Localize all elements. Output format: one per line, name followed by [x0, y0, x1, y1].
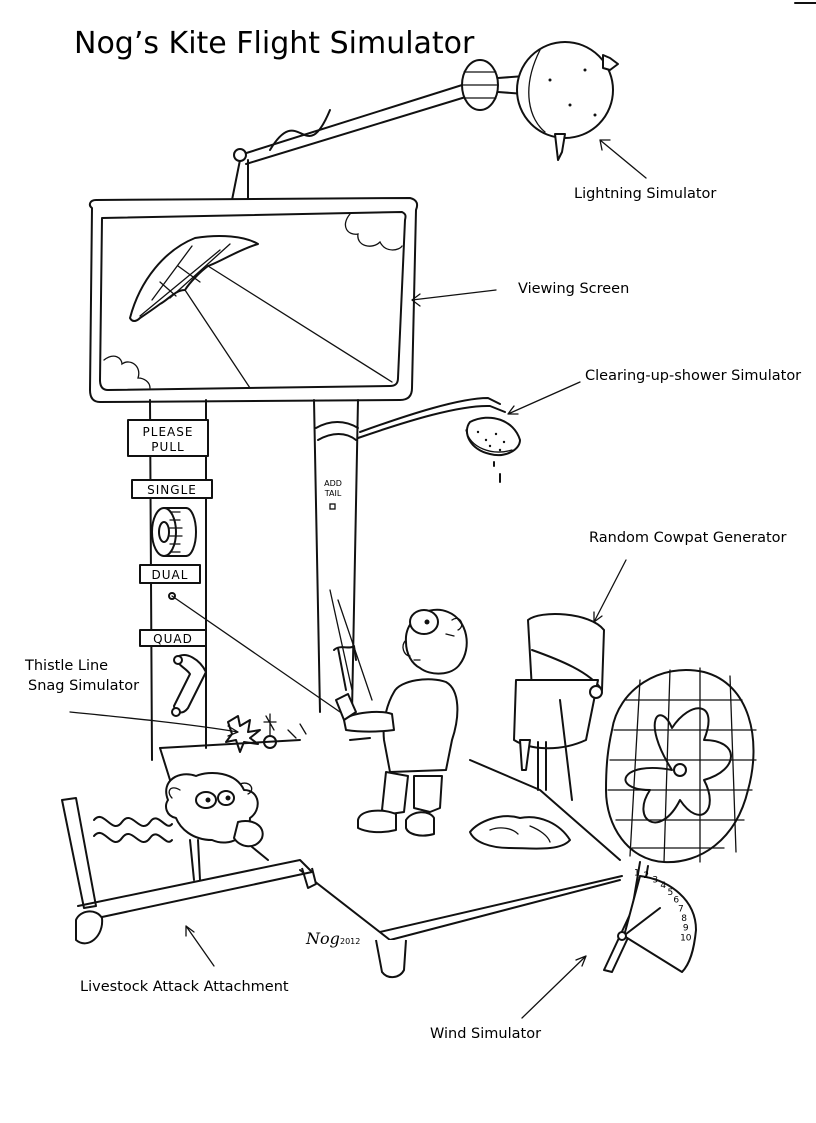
fan-dial-number: 5	[668, 888, 674, 898]
pillar-signs: PLEASE PULL SINGLE DUAL QUAD ADD TAIL	[127, 419, 342, 647]
fan-drawing	[603, 667, 757, 973]
lightning-simulator-label: Lightning Simulator	[574, 186, 717, 202]
tail-sign-text: TAIL	[324, 489, 342, 498]
cowpat-generator-label: Random Cowpat Generator	[589, 530, 787, 546]
fan-dial-number: 2	[643, 871, 649, 881]
fan-dial-number: 3	[652, 875, 658, 885]
please-sign-text: PLEASE	[143, 425, 194, 439]
livestock-attack-label: Livestock Attack Attachment	[80, 979, 289, 995]
pull-sign-text: PULL	[151, 440, 184, 454]
thistle-label-line2: Snag Simulator	[28, 678, 140, 694]
pillars-drawing	[149, 397, 521, 761]
viewing-screen-label: Viewing Screen	[518, 281, 630, 297]
annotation-arrows	[69, 139, 647, 1019]
fan-dial-number: 7	[678, 904, 684, 914]
dual-sign-text: DUAL	[152, 568, 189, 582]
dual-sign	[139, 564, 201, 584]
add-sign-text: ADD	[324, 479, 342, 488]
fan-dial-number: 10	[680, 933, 692, 943]
wind-simulator-label: Wind Simulator	[430, 1026, 542, 1042]
quad-sign-text: QUAD	[153, 632, 193, 646]
viewing-screen-drawing	[88, 197, 419, 403]
fan-dial-number: 4	[660, 881, 666, 891]
thistle-label-line1: Thistle Line	[25, 658, 109, 674]
cowpat-generator-drawing	[513, 613, 605, 801]
clearing-shower-label: Clearing-up-shower Simulator	[585, 368, 802, 384]
please-pull-sign	[127, 419, 209, 457]
quad-sign	[139, 629, 207, 647]
artist-signature: Nog	[305, 929, 340, 948]
fan-dial-number: 1	[634, 868, 640, 878]
lightning-simulator-drawing	[231, 41, 619, 201]
signature-year: 2012	[340, 937, 360, 946]
cow-drawing	[165, 772, 264, 881]
line-spool-icon	[151, 507, 197, 557]
fan-dial-number: 9	[683, 924, 689, 934]
fan-dial-number: 8	[681, 914, 687, 924]
cowpat-drawing	[469, 815, 571, 850]
platform-drawing	[159, 737, 623, 978]
page-title: Nog’s Kite Flight Simulator	[74, 26, 475, 61]
single-sign	[131, 479, 213, 499]
fan-dial-number: 6	[673, 896, 679, 906]
thistle-snag-drawing	[168, 592, 341, 753]
livestock-attachment-drawing	[61, 797, 313, 945]
single-sign-text: SINGLE	[147, 483, 197, 497]
boy-drawing	[329, 589, 468, 837]
